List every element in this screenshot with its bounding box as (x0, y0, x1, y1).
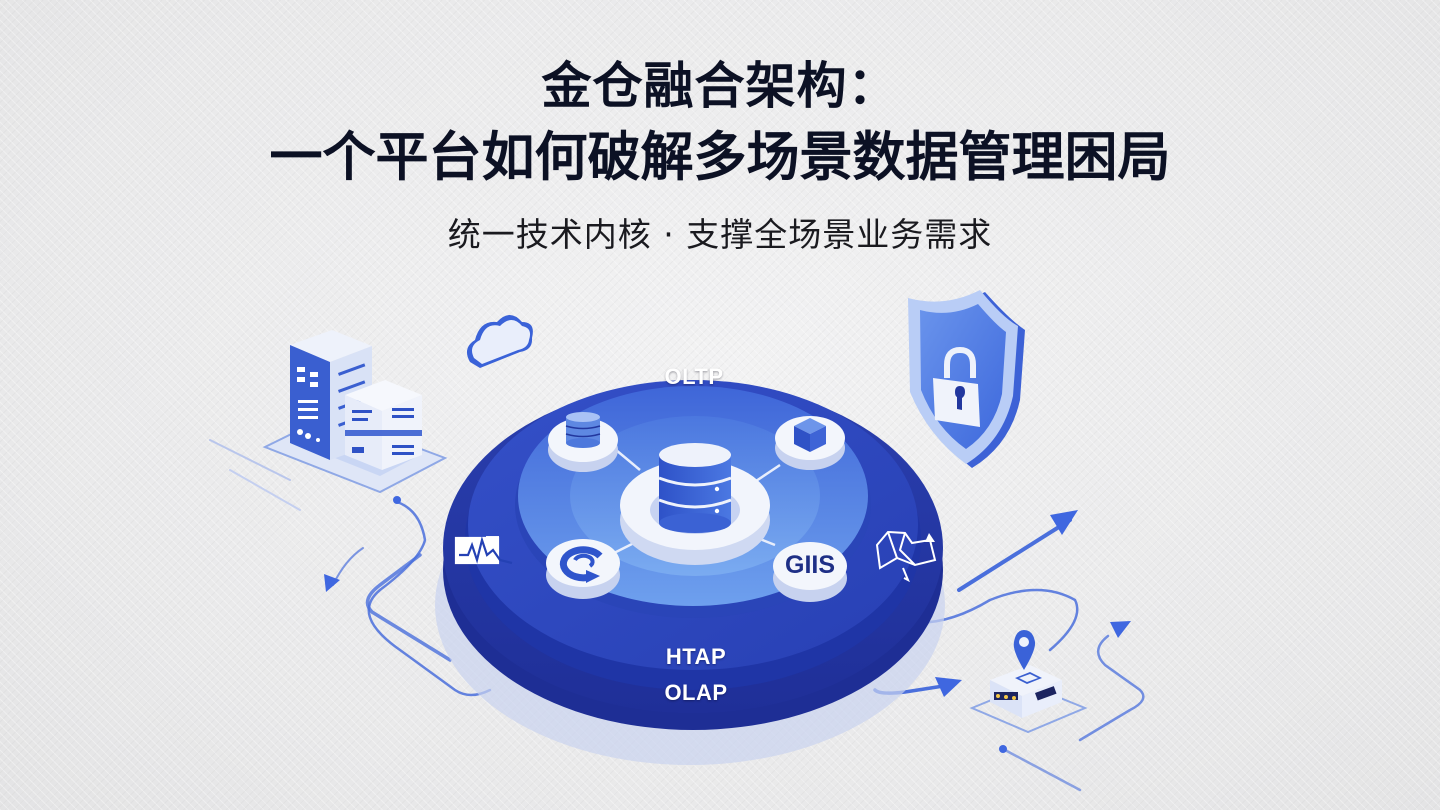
page-subtitle: 统一技术内核 · 支撑全场景业务需求 (447, 215, 993, 254)
satellite-cube (775, 416, 845, 470)
page-title-line2: 一个平台如何破解多场景数据管理困局 (269, 127, 1171, 188)
arrow-up-right-small-icon (1110, 621, 1131, 638)
satellite-database-stack (548, 412, 618, 472)
analytics-chart-icon (454, 536, 513, 565)
map-icon (875, 530, 937, 583)
ring-label-olap: OLAP (664, 680, 728, 705)
gis-label: GIIS (784, 551, 836, 579)
database-icon (658, 443, 732, 533)
shield-lock-icon (908, 290, 1025, 468)
cloud-icon (466, 315, 533, 368)
location-pin-icon (1013, 630, 1036, 670)
cube-icon (794, 418, 826, 452)
core-database-node (620, 443, 770, 565)
cycle-chart-icon (559, 546, 603, 582)
satellite-gis (773, 542, 847, 602)
database-stack-icon (565, 412, 601, 448)
edge-device-icon (969, 665, 1088, 734)
page-title-line1: 金仓融合架构： (541, 57, 899, 115)
ring-label-htap: HTAP (665, 644, 727, 669)
flow-lines (209, 439, 1145, 792)
arrow-right-icon (935, 677, 962, 697)
arrow-up-right-icon (1050, 510, 1078, 535)
ring-label-oltp: OLTP (664, 364, 724, 389)
satellite-cycle (546, 539, 620, 599)
arrow-down-left-icon (324, 574, 340, 592)
arrow-heads (324, 510, 1131, 697)
server-icon (262, 330, 448, 494)
